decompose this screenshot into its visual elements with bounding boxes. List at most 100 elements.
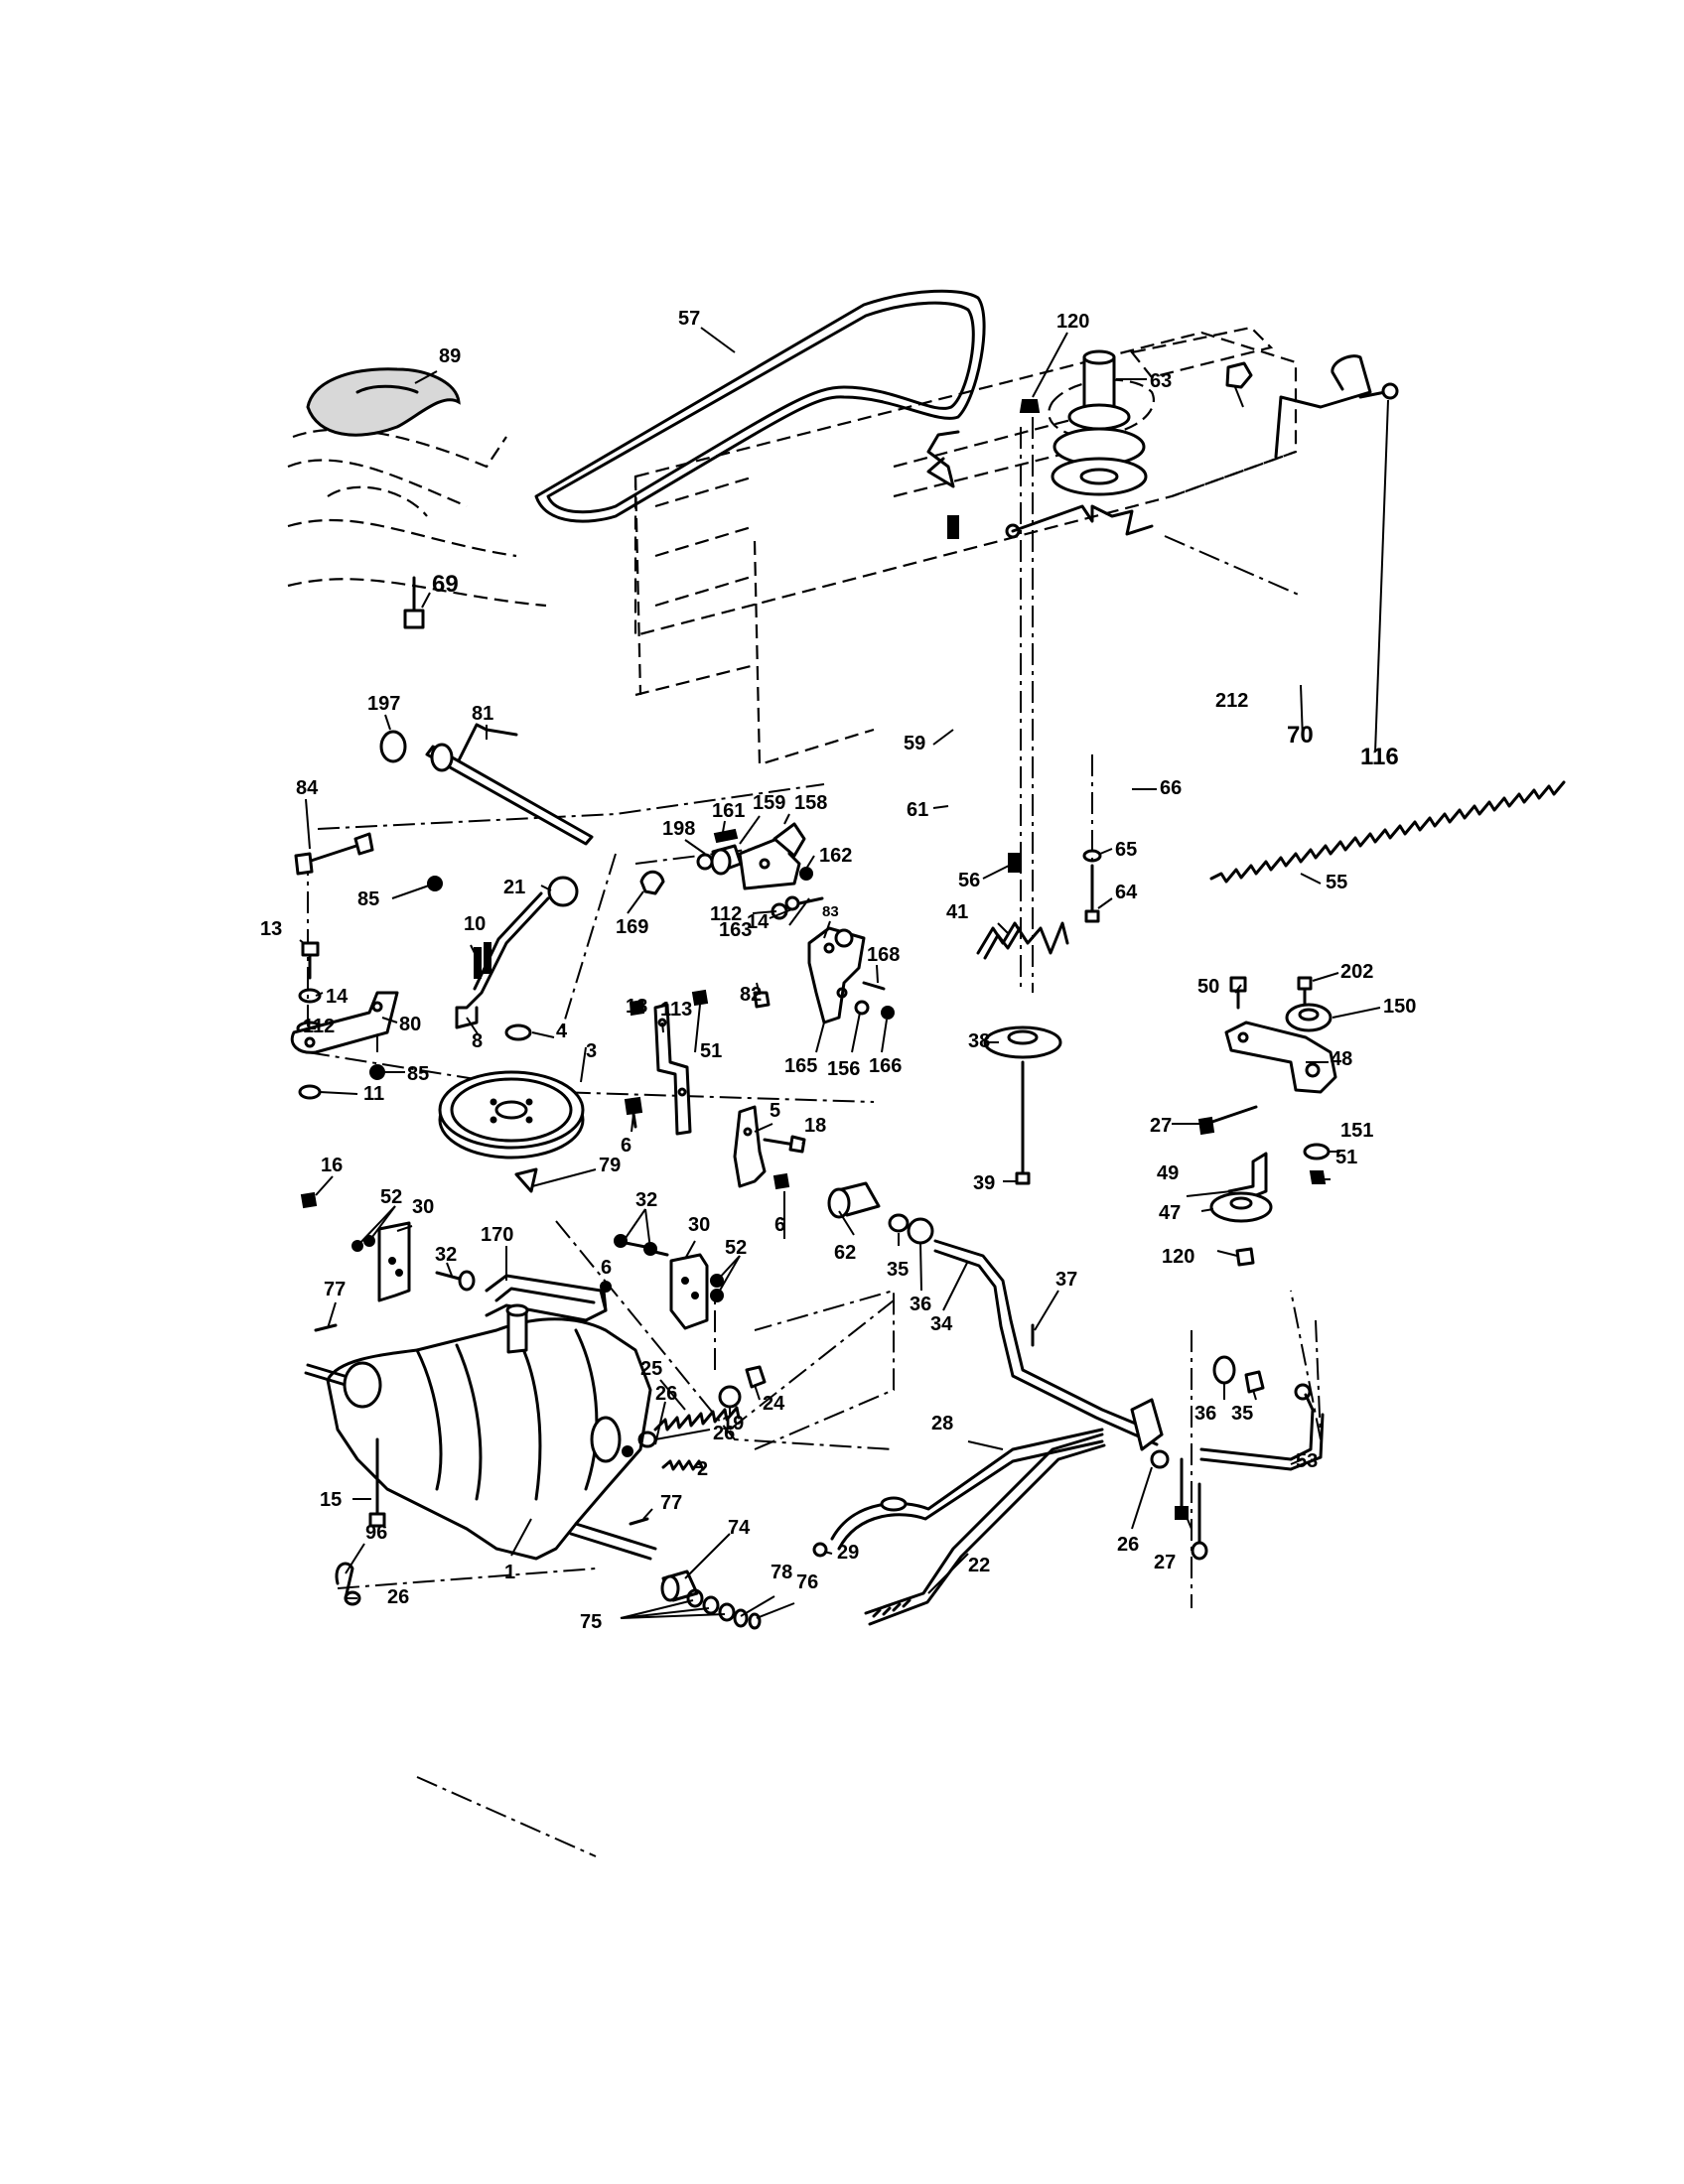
part-57-belt-inner [546, 301, 975, 514]
part-30b-hole-a [681, 1277, 689, 1285]
part-75-washer-c [718, 1602, 736, 1622]
part-113-hole-b [677, 1087, 687, 1097]
part-25-spring [653, 1406, 741, 1432]
part-116-bolt-head [1381, 382, 1399, 400]
part-55-spring [1209, 780, 1566, 884]
part-24-nut [745, 1365, 767, 1389]
part-16-nut [300, 1191, 318, 1209]
part-1-right-axle [574, 1522, 657, 1551]
callout-65: 65 [1115, 839, 1137, 861]
callout-32-center: 32 [635, 1189, 657, 1211]
callout-21: 21 [503, 877, 525, 898]
part-165-hole-b [836, 987, 848, 999]
callout-51-right: 51 [1335, 1147, 1357, 1168]
part-15-head [368, 1512, 386, 1528]
part-6b-bolt [772, 1172, 790, 1190]
part-27a-head [1197, 1116, 1215, 1136]
part-30a-hole-a [388, 1257, 396, 1265]
part-77b-pin [629, 1517, 649, 1526]
callout-24: 24 [763, 1393, 785, 1415]
callout-85-lower: 85 [407, 1063, 429, 1085]
part-47-hub [1229, 1196, 1253, 1210]
callout-162: 162 [819, 845, 852, 867]
part-75-washer-a [686, 1588, 704, 1608]
callout-26-lower: 26 [387, 1586, 409, 1608]
part-10-screw-b [484, 942, 491, 974]
callout-59: 59 [904, 733, 925, 754]
part-158-hole [759, 858, 771, 870]
part-3-pulley-hub [494, 1100, 528, 1120]
callout-116: 116 [1360, 744, 1399, 770]
callout-62: 62 [834, 1242, 856, 1264]
part-36b-washer [1212, 1355, 1236, 1385]
callout-77-upper: 77 [324, 1279, 346, 1300]
part-89-slot [355, 384, 419, 394]
part-82-nut [753, 991, 771, 1009]
part-8-lever-b [473, 891, 543, 991]
part-158-tab [772, 822, 806, 858]
part-22-rod [864, 1433, 1104, 1615]
callout-74: 74 [728, 1517, 751, 1539]
part-21-knob [547, 876, 579, 907]
part-64-bolt-head [1084, 909, 1100, 923]
callout-16: 16 [321, 1155, 343, 1176]
callout-22: 22 [968, 1555, 990, 1576]
callout-156: 156 [827, 1058, 860, 1080]
part-51b-nut [1309, 1170, 1327, 1184]
part-80-hole-a [304, 1036, 316, 1048]
callout-35-center: 35 [887, 1259, 909, 1281]
part-6c-bolt [602, 1289, 608, 1312]
part-28-grip [880, 1496, 908, 1512]
callout-78: 78 [771, 1562, 792, 1583]
callout-10: 10 [464, 913, 486, 935]
part-pivot-bracket [1130, 1398, 1164, 1451]
part-4-collar [504, 1024, 532, 1041]
callout-47: 47 [1159, 1202, 1181, 1224]
part-113-bracket [653, 1003, 692, 1136]
callout-14-lower: 14 [326, 986, 349, 1008]
part-1-right-axle-b [569, 1532, 652, 1561]
callout-26-center: 26 [713, 1423, 735, 1444]
part-1-left-hub [343, 1361, 382, 1409]
leader-lines [299, 327, 1389, 1619]
callout-14-upper: 14 [747, 911, 770, 933]
callout-112-lower: 112 [303, 1016, 335, 1037]
part-3-pulley-front [438, 1070, 585, 1150]
part-3-bolt-hole-b [525, 1098, 533, 1106]
callout-37: 37 [1055, 1269, 1077, 1291]
part-169-clip [639, 870, 665, 895]
callout-81: 81 [472, 703, 493, 725]
callout-28: 28 [931, 1413, 953, 1434]
part-3-bolt-hole-c [490, 1116, 497, 1124]
part-63-pulley-upper [1067, 403, 1131, 431]
callout-26-right: 26 [1117, 1534, 1139, 1556]
part-161-bolt [713, 828, 739, 844]
callout-32-left: 32 [435, 1244, 457, 1266]
callout-80: 80 [399, 1014, 421, 1035]
callout-61: 61 [907, 799, 928, 821]
callout-82: 82 [740, 984, 762, 1006]
part-30b-hole-b [691, 1292, 699, 1299]
callout-30-left: 30 [412, 1196, 434, 1218]
part-26b-washer [1150, 1449, 1170, 1469]
part-84-yoke-right [353, 832, 374, 856]
part-81-shaft [425, 745, 594, 846]
callout-53: 53 [1296, 1450, 1318, 1472]
part-1-transaxle-body [326, 1317, 652, 1561]
part-13-bolt [301, 941, 320, 957]
part-78-washer [733, 1608, 749, 1628]
callout-6-transaxle: 6 [601, 1257, 612, 1279]
callout-151: 151 [1340, 1120, 1373, 1142]
callout-120: 120 [1056, 311, 1089, 333]
part-74-spacer-end [660, 1574, 680, 1602]
part-150-hub [1298, 1008, 1320, 1022]
part-35b-nut [1244, 1370, 1265, 1394]
part-18b-bolt [763, 1138, 796, 1147]
part-89-cap [306, 367, 461, 437]
callout-27-lower: 27 [1154, 1552, 1176, 1573]
part-197-knob [379, 730, 407, 763]
part-30a-hole-b [395, 1269, 403, 1277]
part-34-rod-b [933, 1249, 1159, 1446]
part-83-bolt [797, 896, 824, 905]
